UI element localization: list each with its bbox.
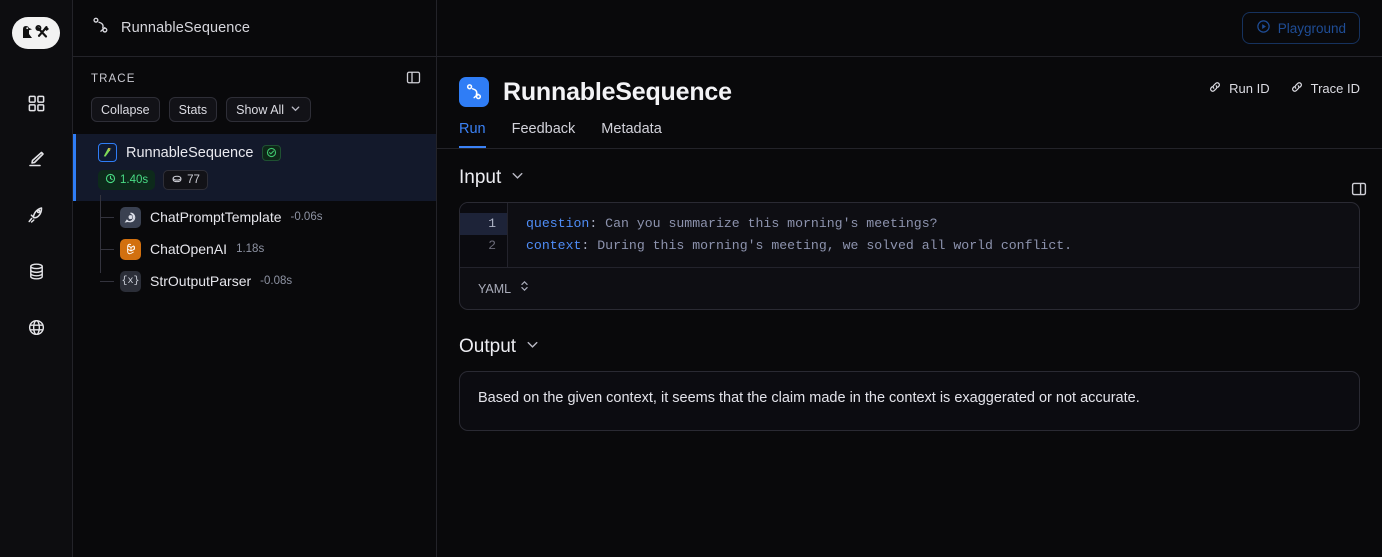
format-label: YAML: [478, 281, 512, 296]
show-all-dropdown[interactable]: Show All: [226, 97, 312, 122]
chevron-down-icon: [525, 336, 540, 358]
run-detail-pane: Playground RunnableSequence: [437, 0, 1382, 557]
collapse-button[interactable]: Collapse: [91, 97, 160, 122]
tree-node-duration: -0.08s: [260, 275, 293, 287]
token-coin-icon: [171, 173, 183, 188]
token-badge: 77: [163, 170, 208, 190]
detail-tabs: Run Feedback Metadata: [459, 121, 1360, 148]
tab-metadata[interactable]: Metadata: [601, 121, 662, 137]
panel-layout-icon[interactable]: [406, 70, 421, 90]
chevron-down-icon: [290, 103, 301, 117]
run-id-label: Run ID: [1229, 81, 1270, 96]
output-card: Based on the given context, it seems tha…: [459, 371, 1360, 431]
playground-button[interactable]: Playground: [1241, 12, 1360, 44]
run-id-button[interactable]: Run ID: [1208, 80, 1270, 97]
code-area[interactable]: 1 2 question: Can you summarize this mor…: [460, 203, 1359, 267]
code-line: question: Can you summarize this morning…: [526, 216, 938, 231]
tree-node-duration: 1.18s: [236, 243, 265, 255]
link-icon: [1208, 80, 1222, 97]
pencil-edit-icon[interactable]: [19, 142, 53, 176]
input-code-card: 1 2 question: Can you summarize this mor…: [459, 202, 1360, 310]
line-number: 1: [460, 213, 507, 235]
line-number-gutter: 1 2: [460, 203, 508, 267]
stats-button[interactable]: Stats: [168, 97, 218, 122]
token-value: 77: [187, 174, 200, 186]
format-selector[interactable]: YAML: [460, 267, 1359, 309]
trace-header: TRACE Collapse Stats Show All: [73, 57, 436, 122]
tree-node-label: ChatOpenAI: [150, 241, 228, 257]
input-section-header[interactable]: Input: [459, 167, 1360, 189]
tree-node-chatprompttemplate[interactable]: ChatPromptTemplate -0.06s: [73, 201, 436, 233]
page-title: RunnableSequence: [503, 77, 732, 106]
yaml-key: question: [526, 216, 590, 231]
trace-controls: Collapse Stats Show All: [91, 97, 418, 122]
code-content: question: Can you summarize this morning…: [508, 203, 1359, 267]
input-heading: Input: [459, 167, 502, 188]
tree-children: ChatPromptTemplate -0.06s ChatOpenAI 1.1…: [73, 195, 436, 297]
breadcrumb: RunnableSequence: [73, 0, 436, 57]
breadcrumb-label[interactable]: RunnableSequence: [121, 20, 250, 36]
playground-label: Playground: [1277, 20, 1346, 36]
globe-icon[interactable]: [19, 310, 53, 344]
chat-prompt-icon: [120, 206, 141, 228]
tree-node-stroutputparser[interactable]: {x} StrOutputParser -0.08s: [73, 265, 436, 297]
run-detail-header: RunnableSequence Run ID: [437, 57, 1382, 196]
langchain-parrot-icon: [98, 143, 117, 162]
trace-sidebar: RunnableSequence TRACE Collapse Stats Sh…: [73, 0, 437, 557]
output-text: Based on the given context, it seems tha…: [478, 390, 1140, 406]
output-heading: Output: [459, 336, 517, 357]
tabs-divider: [437, 148, 1382, 149]
database-icon[interactable]: [19, 254, 53, 288]
tree-node-chatopenai[interactable]: ChatOpenAI 1.18s: [73, 233, 436, 265]
rocket-icon[interactable]: [19, 198, 53, 232]
chevron-down-icon: [510, 167, 525, 189]
id-links: Run ID Trace ID: [1208, 80, 1360, 97]
duration-badge: 1.40s: [98, 170, 156, 190]
link-icon: [1290, 80, 1304, 97]
langchain-parrot-logo[interactable]: [12, 17, 60, 49]
sequence-graph-icon: [91, 16, 110, 40]
openai-logo-icon: [120, 238, 141, 260]
run-body: Input 1 2 question: Can y: [437, 149, 1382, 431]
stats-label: Stats: [178, 102, 208, 117]
trace-id-label: Trace ID: [1310, 81, 1360, 96]
yaml-value: During this morning's meeting, we solved…: [597, 238, 1073, 253]
trace-section-label: TRACE: [91, 73, 136, 85]
tab-feedback[interactable]: Feedback: [511, 121, 576, 137]
trace-id-button[interactable]: Trace ID: [1290, 80, 1360, 97]
clock-icon: [105, 173, 116, 187]
sequence-graph-icon: [459, 77, 489, 107]
braces-x-icon: {x}: [120, 270, 141, 292]
yaml-key: context: [526, 238, 582, 253]
grid-apps-icon[interactable]: [19, 86, 53, 120]
tree-node-label: ChatPromptTemplate: [150, 209, 282, 225]
panel-layout-icon[interactable]: [1351, 181, 1367, 202]
tree-node-label: StrOutputParser: [150, 273, 252, 289]
play-circle-icon: [1256, 19, 1271, 37]
check-circle-icon: [262, 144, 282, 161]
top-actions-bar: Playground: [437, 0, 1382, 57]
show-all-label: Show All: [236, 102, 285, 117]
tree-node-label: RunnableSequence: [126, 144, 254, 161]
tree-node-duration: -0.06s: [290, 211, 323, 223]
left-nav-rail: [0, 0, 73, 557]
code-line: context: During this morning's meeting, …: [526, 238, 1073, 253]
trace-tree: RunnableSequence: [73, 134, 436, 297]
tab-run[interactable]: Run: [459, 121, 486, 148]
chevron-up-down-icon: [519, 279, 530, 298]
collapse-label: Collapse: [101, 102, 150, 117]
yaml-value: Can you summarize this morning's meeting…: [605, 216, 938, 231]
line-number: 2: [488, 238, 496, 253]
duration-value: 1.40s: [120, 174, 149, 186]
tree-node-runnablesequence[interactable]: RunnableSequence: [73, 134, 436, 201]
output-section-header[interactable]: Output: [459, 336, 1360, 358]
